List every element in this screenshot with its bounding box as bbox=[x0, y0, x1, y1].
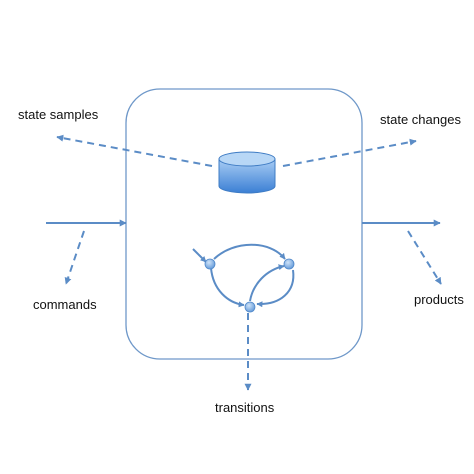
label-state-samples: state samples bbox=[18, 107, 99, 122]
label-products: products bbox=[414, 292, 464, 307]
commands-arrow bbox=[64, 230, 85, 285]
state-node-a bbox=[204, 258, 216, 270]
state-node-b bbox=[283, 258, 295, 270]
state-samples-arrow bbox=[56, 134, 213, 167]
component-box bbox=[125, 88, 363, 360]
products-arrow bbox=[407, 230, 442, 285]
state-changes-arrow bbox=[282, 138, 417, 167]
database-icon bbox=[218, 151, 276, 194]
label-commands: commands bbox=[33, 297, 97, 312]
state-node-c bbox=[244, 301, 256, 313]
label-transitions: transitions bbox=[215, 400, 275, 415]
state-machine-graph bbox=[192, 243, 295, 313]
label-state-changes: state changes bbox=[380, 112, 461, 127]
